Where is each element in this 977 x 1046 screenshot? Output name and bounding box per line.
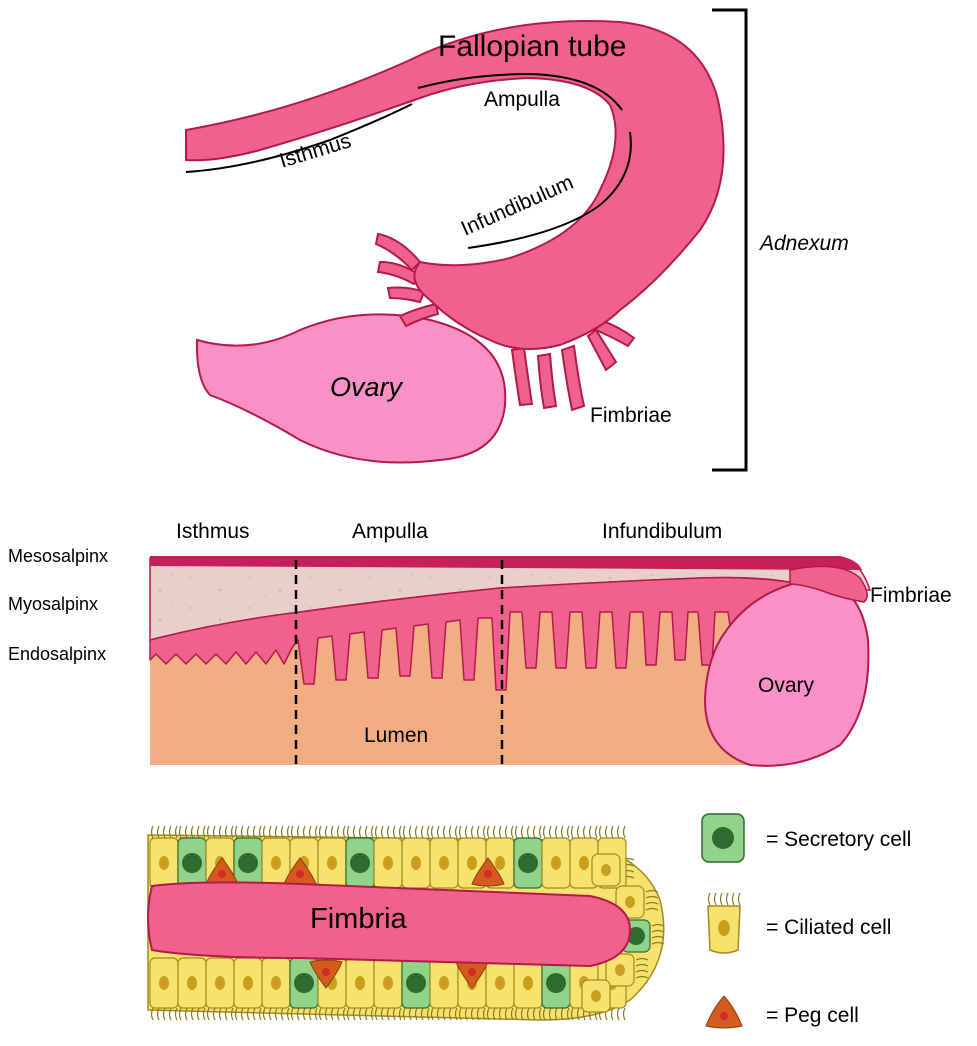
adnexum-label: Adnexum [758,232,849,255]
fallopian-tube-label: Fallopian tube [438,30,626,63]
infundibulum-label: Infundibulum [458,171,577,241]
top-ciliated-cell [402,838,430,888]
top-secretory-cell [514,838,542,888]
top-ciliated-cell [430,838,458,888]
anatomy-panel: Fallopian tube Ampulla Isthmus Infundibu… [186,10,849,470]
bottom-ciliated-cell [430,958,458,1008]
section-isthmus-label: Isthmus [176,520,250,543]
top-ciliated-cell [318,838,346,888]
bottom-ciliated-cell [346,958,374,1008]
section-infundibulum-label: Infundibulum [602,520,722,543]
bottom-ciliated-cell [262,958,290,1008]
top-secretory-cell [234,838,262,888]
lumen-label: Lumen [364,724,428,747]
legend-secretory-label: = Secretory cell [766,828,911,851]
legend-peg-label: = Peg cell [766,1004,859,1027]
top-ciliated-cell [542,838,570,888]
section-panel: Isthmus Ampulla Infundibulum Mesosalpinx… [8,520,952,766]
top-ciliated-cell [374,838,402,888]
tip-ciliated-cell [582,980,610,1012]
bottom-secretory-cell [402,958,430,1008]
section-fimbriae-label: Fimbriae [870,584,952,607]
top-ciliated-cell [150,838,178,888]
legend: = Secretory cell = Ciliated cell = Peg c… [702,814,911,1028]
fimbria-label: Fimbria [310,903,408,935]
bottom-ciliated-cell [178,958,206,1008]
fallopian-tube-shape [186,21,724,349]
bottom-ciliated-cell [374,958,402,1008]
fimbriae-label: Fimbriae [590,404,672,427]
bottom-ciliated-cell [486,958,514,1008]
ampulla-label: Ampulla [484,88,560,111]
bottom-ciliated-cell [150,958,178,1008]
ovary-label: Ovary [330,372,404,402]
section-ovary-label: Ovary [758,674,815,697]
tip-ciliated-cell [592,854,620,886]
cells-panel: Fimbria = Secretory cell = Ciliated cell… [148,814,911,1028]
legend-ciliated-label: = Ciliated cell [766,916,891,939]
endosalpinx-label: Endosalpinx [8,644,106,664]
ciliated-cell-icon [708,893,740,953]
mesosalpinx-label: Mesosalpinx [8,546,108,566]
adnexum-bracket [712,10,746,470]
peg-cell-icon [706,996,742,1028]
myosalpinx-label: Myosalpinx [8,594,98,614]
section-ampulla-label: Ampulla [352,520,428,543]
top-secretory-cell [178,838,206,888]
bottom-ciliated-cell [234,958,262,1008]
top-secretory-cell [346,838,374,888]
secretory-cell-icon [702,814,744,862]
bottom-ciliated-cell [206,958,234,1008]
